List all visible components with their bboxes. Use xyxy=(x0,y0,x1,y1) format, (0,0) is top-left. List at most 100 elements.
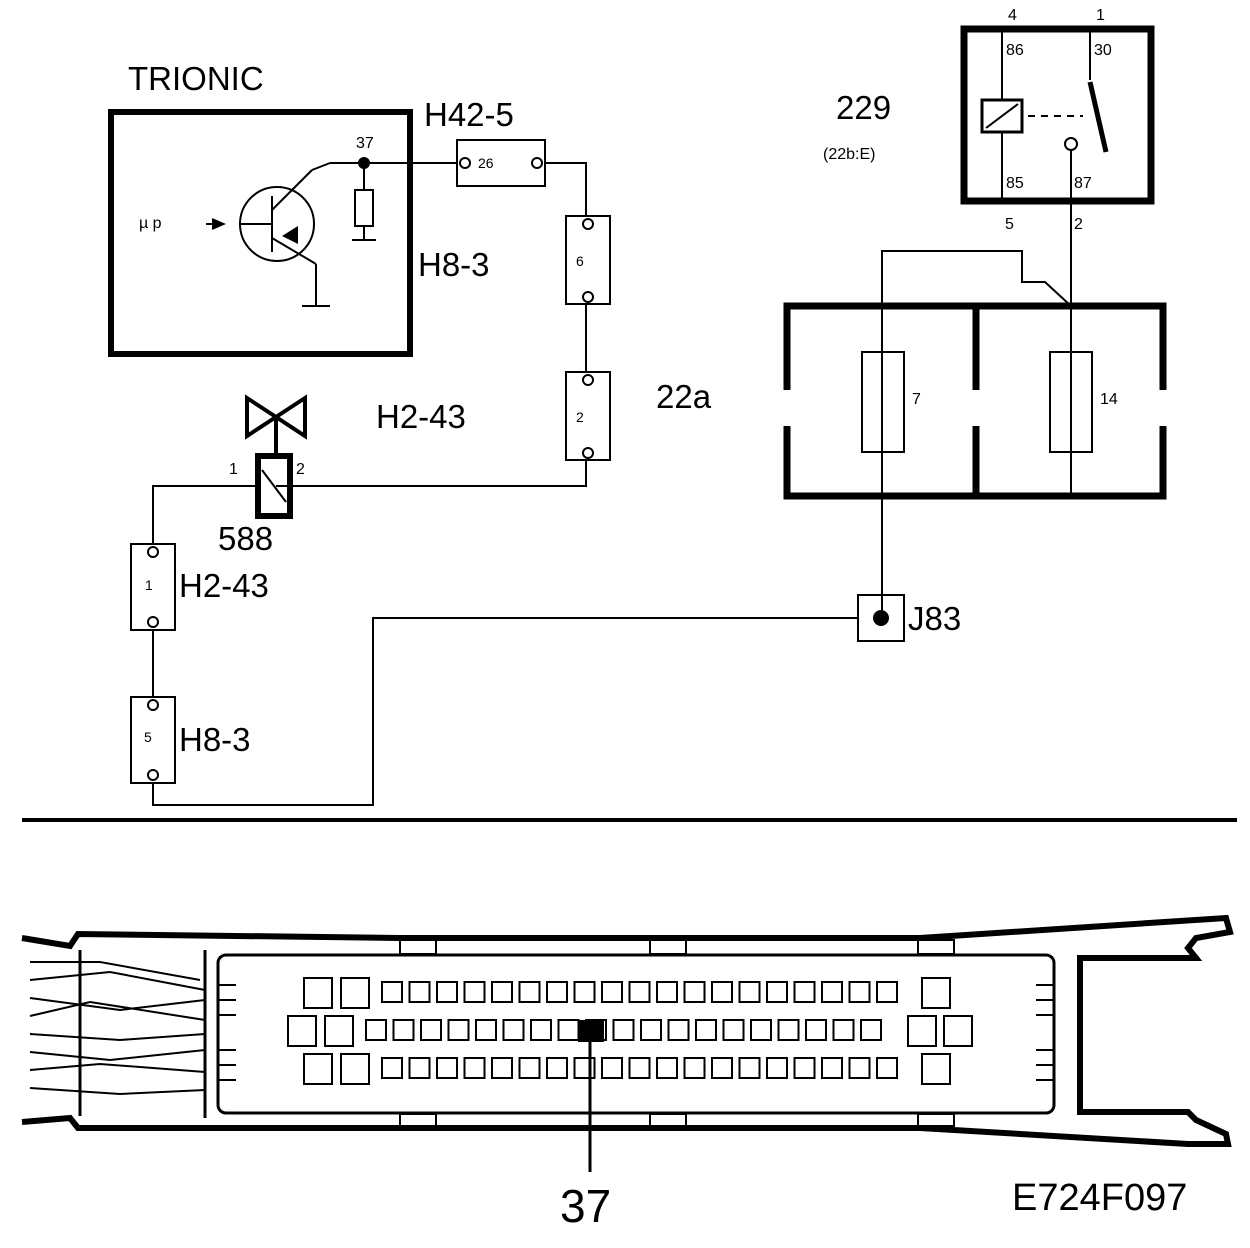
relay-contact-87 xyxy=(1064,137,1078,151)
pin-cavity xyxy=(821,1057,843,1079)
pin-cavity xyxy=(738,981,761,1003)
pin-cavity xyxy=(573,981,596,1003)
h2-43-bottom-connector xyxy=(130,543,176,631)
inline-connector-6-pin: 6 xyxy=(576,253,584,269)
pin-cavity xyxy=(777,1019,800,1041)
relay-terminal-30: 30 xyxy=(1094,42,1112,59)
pin-cavity xyxy=(943,1015,973,1047)
pin-cavity xyxy=(766,981,788,1003)
pin-cavity xyxy=(601,981,623,1003)
fuse-box-label: 22a xyxy=(656,378,712,415)
pin-cavity xyxy=(612,1019,635,1041)
pin-cavity xyxy=(766,1057,788,1079)
pin-cavity xyxy=(821,981,843,1003)
pin-cavity xyxy=(876,981,898,1003)
pin-cavity xyxy=(365,1019,387,1041)
pin-cavity xyxy=(860,1019,882,1041)
pin-cavity xyxy=(420,1019,442,1041)
pin-socket xyxy=(147,546,159,558)
valve-588-label: 588 xyxy=(218,520,273,557)
ecu-box xyxy=(108,109,413,357)
figure-code: E724F097 xyxy=(1012,1177,1187,1219)
pin-cavity xyxy=(518,1057,541,1079)
pin-cavity xyxy=(447,1019,470,1041)
h2-43-bottom-label: H2-43 xyxy=(179,567,269,604)
pin-cavity xyxy=(656,1057,678,1079)
pin-cavity xyxy=(303,1053,333,1085)
pin-cavity xyxy=(722,1019,745,1041)
pin-cavity xyxy=(793,981,816,1003)
pin-cavity xyxy=(408,981,431,1003)
pin-socket xyxy=(147,699,159,711)
input-arrow-icon xyxy=(212,218,226,230)
plug-pin-callout: 37 xyxy=(560,1180,611,1232)
solenoid-diagonal xyxy=(261,469,287,503)
pin-socket xyxy=(147,616,159,628)
ecu-pin-node xyxy=(358,157,370,169)
transistor-symbol xyxy=(239,162,457,307)
relay-top-pin-1: 1 xyxy=(1096,7,1105,24)
relay-ref: (22b:E) xyxy=(823,146,875,163)
pin-cavity xyxy=(793,1057,816,1079)
inline-connector-6 xyxy=(565,215,611,305)
pin-socket xyxy=(147,769,159,781)
pin-37-highlight xyxy=(578,1020,604,1042)
fuse-14-label: 14 xyxy=(1100,391,1118,408)
valve-pin-2: 2 xyxy=(296,461,305,478)
h2-43-bottom-pin: 1 xyxy=(145,577,153,593)
pin-cavity xyxy=(848,981,871,1003)
pin-cavity xyxy=(876,1057,898,1079)
pin-cavity xyxy=(711,981,733,1003)
relay-terminal-86: 86 xyxy=(1006,42,1024,59)
pin-socket xyxy=(582,218,594,230)
pin-cavity xyxy=(640,1019,662,1041)
pin-cavity xyxy=(324,1015,354,1047)
pin-cavity xyxy=(436,981,458,1003)
h8-3-bottom-label: H8-3 xyxy=(179,721,251,758)
pin-cavity xyxy=(738,1057,761,1079)
pin-cavity xyxy=(921,977,951,1009)
relay-bottom-pin-2: 2 xyxy=(1074,216,1083,233)
pin-cavity xyxy=(557,1019,580,1041)
junction-j83 xyxy=(857,594,905,642)
emitter-arrow-icon xyxy=(282,226,298,244)
inline-connector-2-pin: 2 xyxy=(576,409,584,425)
pin-cavity xyxy=(287,1015,317,1047)
pin-socket xyxy=(582,374,594,386)
pin-cavity xyxy=(392,1019,415,1041)
pin-cavity xyxy=(546,1057,568,1079)
pin-cavity xyxy=(907,1015,937,1047)
pin-cavity xyxy=(502,1019,525,1041)
pin-cavity xyxy=(408,1057,431,1079)
pin-cavity xyxy=(463,981,486,1003)
pin-cavity xyxy=(340,977,370,1009)
pin-cavity xyxy=(711,1057,733,1079)
pin-cavity xyxy=(381,1057,403,1079)
pin-socket xyxy=(459,157,471,169)
pin-cavity xyxy=(463,1057,486,1079)
pin-cavity xyxy=(573,1057,596,1079)
connector-plug-drawing xyxy=(21,914,1234,1172)
pin-cavity xyxy=(436,1057,458,1079)
junction-node xyxy=(873,610,889,626)
pin-cavity xyxy=(381,981,403,1003)
pin-cavity xyxy=(683,981,706,1003)
pin-cavity xyxy=(628,981,651,1003)
relay-terminal-85: 85 xyxy=(1006,175,1024,192)
pin-cavity xyxy=(601,1057,623,1079)
ecu-input-label: µ p xyxy=(139,215,162,232)
pin-socket xyxy=(582,291,594,303)
pin-cavity xyxy=(848,1057,871,1079)
relay-internals xyxy=(980,29,1109,201)
h8-3-bottom-connector xyxy=(130,696,176,784)
pin-cavity xyxy=(518,981,541,1003)
relay-label: 229 xyxy=(836,89,891,126)
fuse-7-label: 7 xyxy=(912,391,921,408)
ecu-title: TRIONIC xyxy=(128,60,264,97)
ecu-pin-label: 37 xyxy=(356,135,374,152)
valve-symbol-icon xyxy=(245,394,307,456)
pin-cavity xyxy=(921,1053,951,1085)
pin-cavity xyxy=(683,1057,706,1079)
ecu-ground-connector: H8-3 xyxy=(418,246,490,283)
